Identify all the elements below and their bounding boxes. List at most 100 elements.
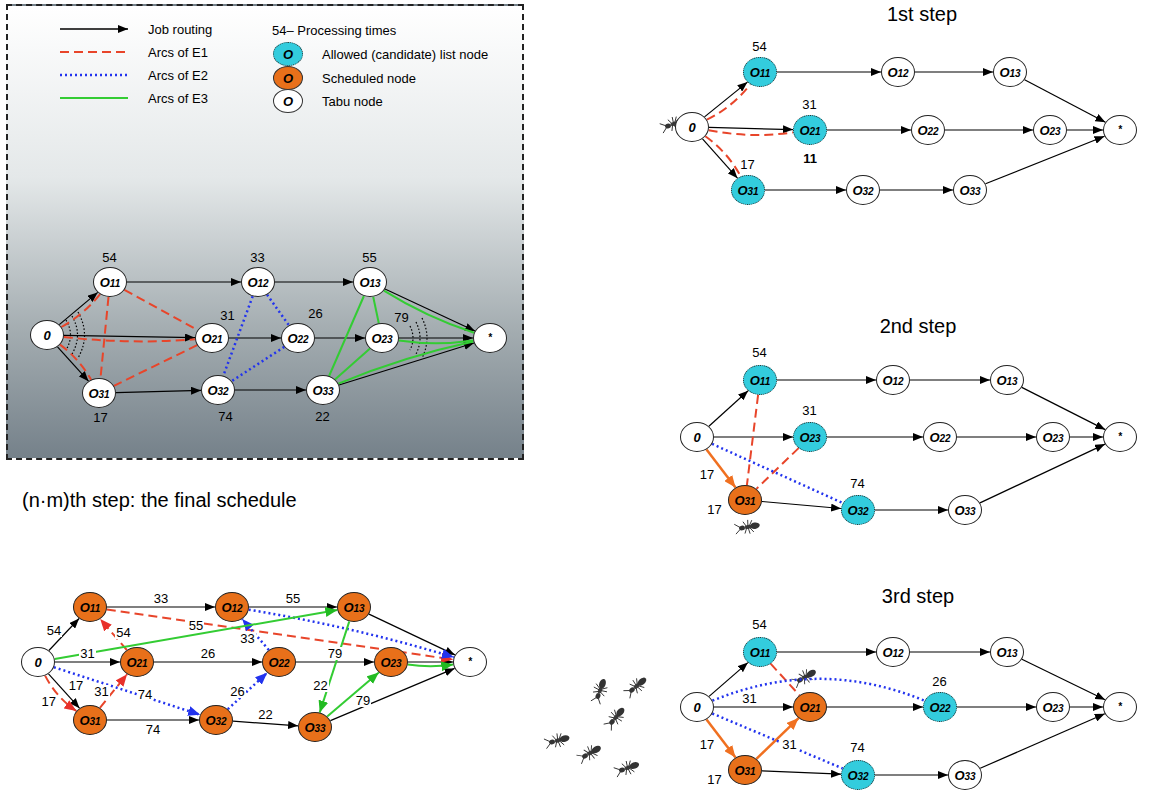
processing-time: 31: [220, 309, 234, 322]
e1-disjunctive-arc: [60, 345, 91, 380]
processing-time: 74: [850, 741, 864, 754]
job-routing-arrow: [703, 139, 738, 178]
job-routing-arrow: [64, 335, 195, 337]
node-note: 11: [803, 152, 817, 165]
step-title: (n·m)th step: the final schedule: [22, 490, 297, 510]
operation-name: O32: [205, 714, 226, 727]
operation-node: *: [473, 323, 507, 353]
operation-name: *: [488, 333, 492, 343]
operation-node: O33: [953, 175, 987, 205]
arc-weight: 33: [153, 592, 169, 605]
job-routing-arrow: [1070, 706, 1103, 707]
operation-node: O12: [881, 57, 915, 87]
job-routing-arrow: [116, 390, 201, 392]
arc-weight: 55: [188, 619, 204, 632]
operation-node: O1233: [241, 267, 275, 297]
operation-node: O21: [120, 647, 154, 677]
operation-name: O32: [852, 184, 873, 197]
operation-node: O2331: [793, 422, 827, 452]
arc-weight: 17: [699, 738, 715, 751]
operation-node: O1355: [353, 267, 387, 297]
e1-disjunctive-arc: [707, 84, 750, 119]
operation-name: O23: [371, 332, 392, 345]
arc-weight: 31: [93, 685, 109, 698]
operation-node: O2226: [923, 692, 957, 722]
e1-disjunctive-arc: [124, 290, 197, 330]
operation-name: O13: [999, 66, 1020, 79]
e3-disjunctive-arc: [408, 665, 453, 667]
arc-weight: 54: [115, 626, 131, 639]
operation-name: O11: [750, 374, 771, 387]
job-routing-arrow: [275, 281, 353, 282]
legend-text: Job routing: [148, 23, 212, 36]
operation-name: O33: [312, 384, 333, 397]
operation-node: O22: [923, 422, 957, 452]
job-routing-arrow: [385, 289, 475, 331]
job-routing-arrow: [714, 706, 793, 707]
operation-node: O22: [262, 647, 296, 677]
operation-node: O1154: [743, 637, 777, 667]
operation-node: O13: [990, 637, 1024, 667]
arc-weight: 54: [46, 624, 62, 637]
operation-name: O31: [737, 184, 758, 197]
job-routing-arrow: [1067, 129, 1103, 130]
operation-node: O12: [876, 637, 910, 667]
operation-name: O32: [847, 769, 868, 782]
job-routing-arrow: [249, 606, 337, 607]
ant-figures: [543, 113, 819, 779]
operation-node: *: [1103, 692, 1137, 722]
arc-weight: 31: [781, 738, 797, 751]
operation-node: O2131: [793, 115, 827, 145]
job-routing-arrow: [827, 706, 923, 707]
operation-name: O21: [799, 124, 820, 137]
processing-time: 17: [707, 773, 721, 786]
e2-arc-sample: [60, 74, 128, 77]
operation-node: 0: [675, 112, 709, 142]
ant: [734, 518, 761, 536]
job-routing-arrow: [910, 651, 990, 652]
arc-weight: 55: [285, 592, 301, 605]
step-title: 1st step: [887, 4, 957, 24]
legend-line-samples: [60, 29, 128, 98]
job-routing-arrow: [777, 651, 876, 652]
scheduled-arrow: [756, 718, 798, 759]
operation-name: 0: [688, 121, 695, 134]
operation-node: O21: [793, 692, 827, 722]
operation-name: O11: [80, 601, 101, 614]
step-title: 3rd step: [882, 586, 954, 606]
operation-name: O13: [343, 601, 364, 614]
operation-name: O11: [100, 276, 121, 289]
processing-time: 74: [850, 477, 864, 490]
operation-node: O22: [911, 115, 945, 145]
operation-name: O12: [887, 66, 908, 79]
arc-weight: 31: [741, 692, 757, 705]
operation-name: O22: [287, 332, 308, 345]
job-routing-arrow: [55, 661, 120, 662]
operation-name: O22: [929, 701, 950, 714]
operation-name: O21: [126, 656, 147, 669]
processing-time: 31: [802, 98, 816, 111]
e3-disjunctive-arc: [399, 341, 473, 344]
ant: [790, 665, 819, 690]
arc-weight: 74: [137, 688, 153, 701]
operation-node: O1154: [93, 267, 127, 297]
ant: [575, 741, 604, 766]
operation-name: O31: [79, 714, 100, 727]
operation-node: 0: [680, 422, 714, 452]
operation-node: O3117: [728, 485, 762, 515]
processing-time: 54: [102, 251, 116, 264]
job-routing-arrow: [875, 509, 948, 510]
operation-name: O12: [221, 601, 242, 614]
operation-name: 0: [693, 701, 700, 714]
operation-node: O3274: [201, 375, 235, 405]
operation-name: O22: [268, 656, 289, 669]
job-routing-arrow: [399, 337, 473, 338]
operation-name: O31: [88, 387, 109, 400]
legend-text: Arcs of E3: [148, 92, 208, 105]
arc-weight: 79: [355, 694, 371, 707]
ant: [622, 673, 650, 700]
job-routing-arrow: [59, 292, 97, 324]
processing-time: 31: [802, 404, 816, 417]
operation-node: O23: [1036, 422, 1070, 452]
operation-node: O23: [374, 647, 408, 677]
